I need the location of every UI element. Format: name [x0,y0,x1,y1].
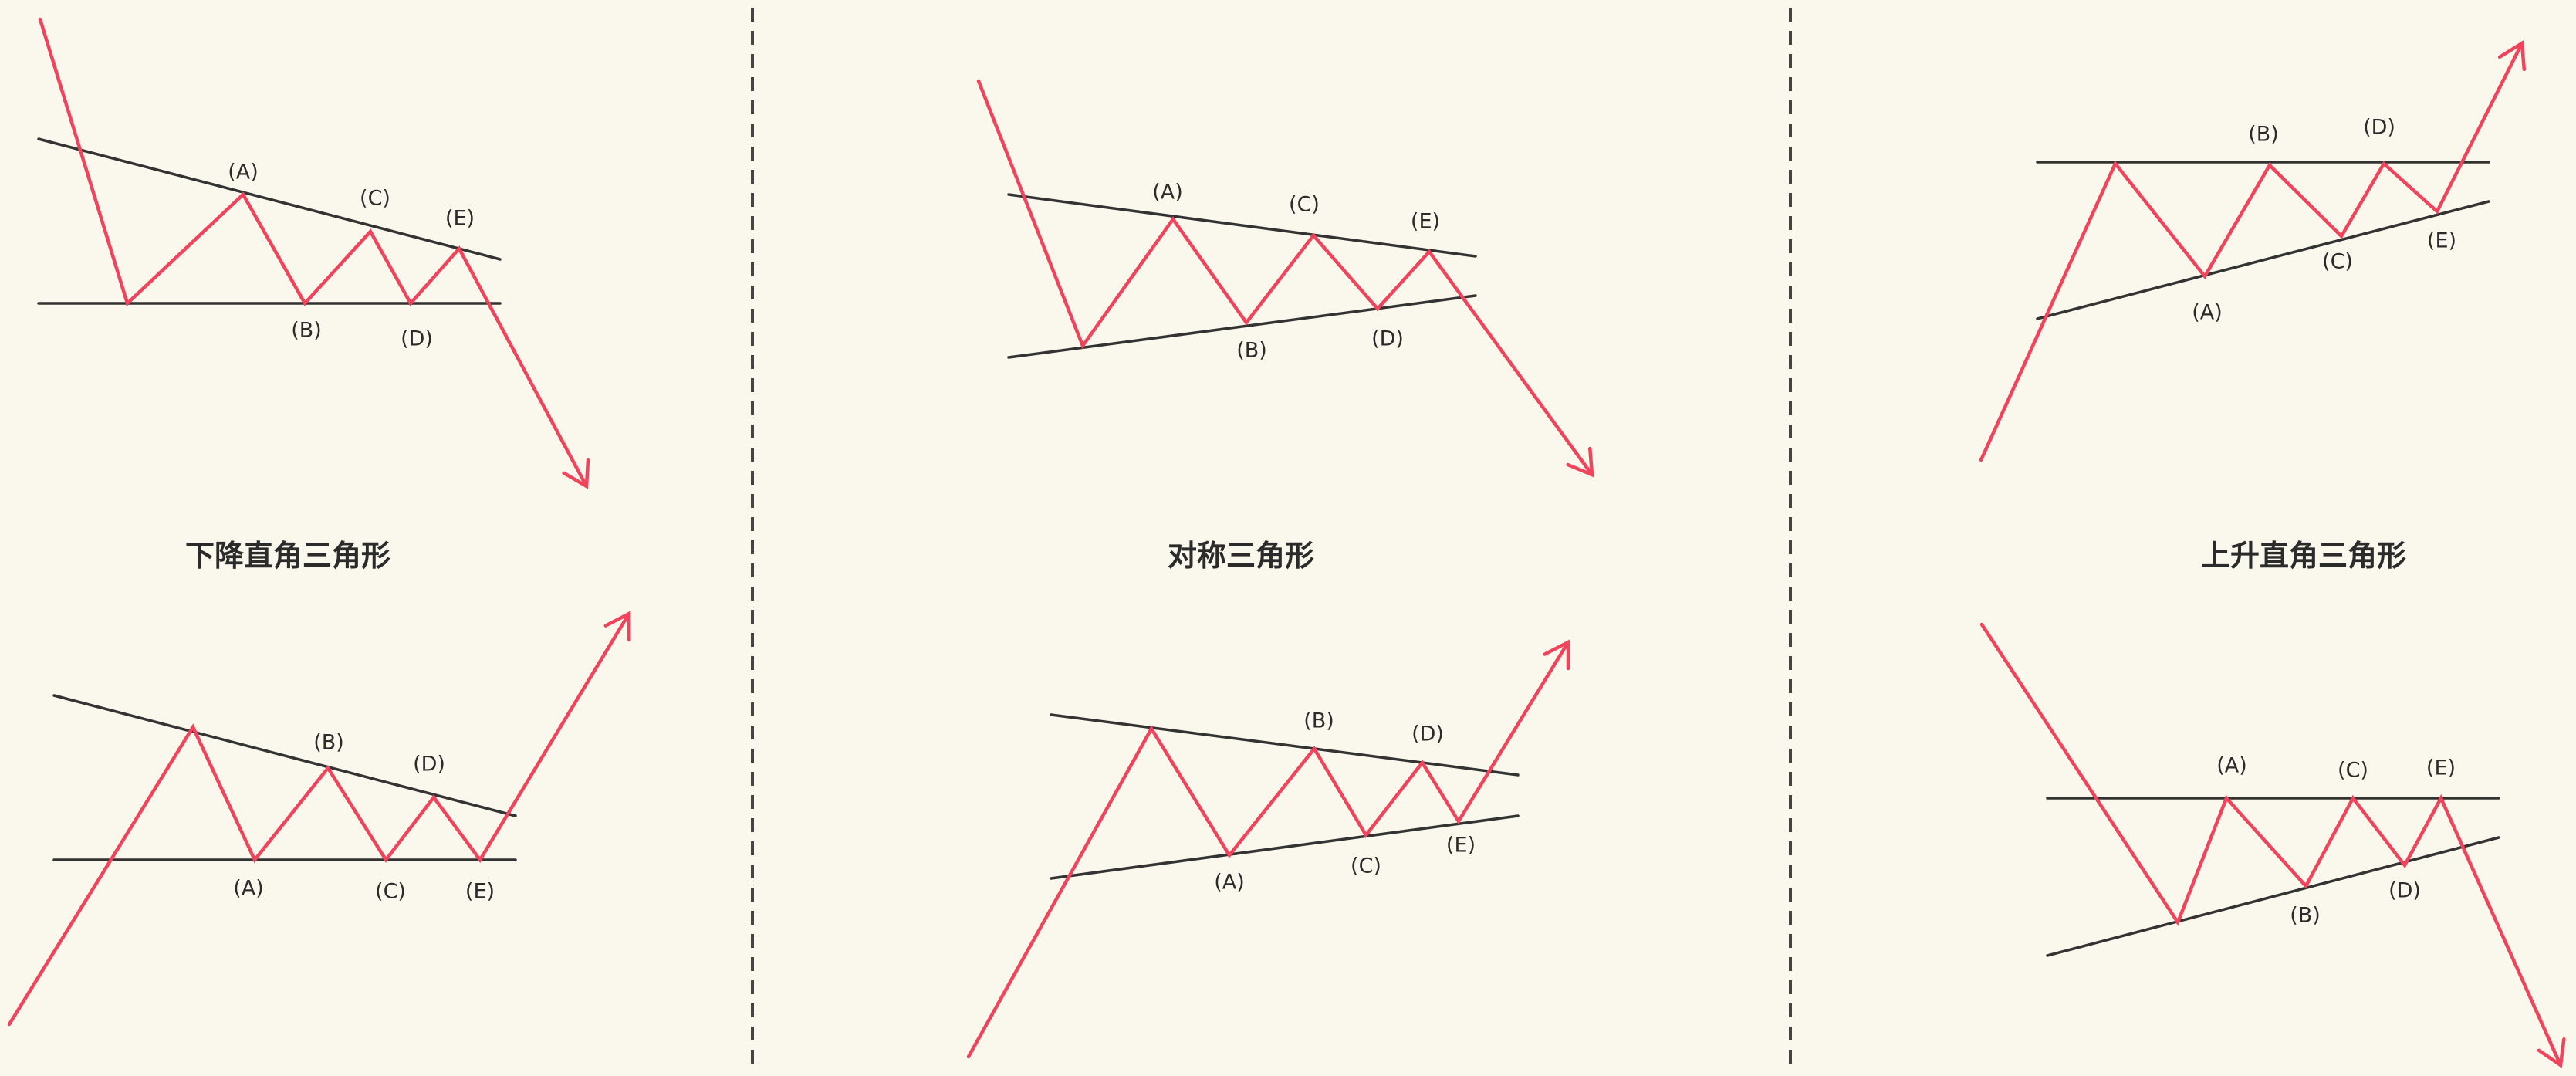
breakout-arrowhead-up [1543,639,1570,671]
caption-symmetrical-triangle: 对称三角形 [1168,540,1314,573]
point-label-a: (A) [1152,181,1183,205]
point-label-e: (E) [1446,834,1476,858]
point-label-d: (D) [2388,879,2421,903]
price-path [38,17,589,489]
point-label-c: (C) [2338,759,2368,783]
boundary-line-upper [52,694,517,817]
boundary-line-upper [37,137,502,261]
point-label-a: (A) [2192,301,2223,325]
point-label-b: (B) [291,319,322,343]
point-label-c: (C) [1351,854,1381,878]
breakout-arrowhead-up [2497,40,2527,72]
pattern-asc-bot: (A) (B) (C) (D) (E) [1979,622,2566,1068]
boundary-line-lower [2046,836,2500,957]
point-label-b: (B) [1236,339,1267,363]
boundary-line-upper [1050,713,1520,777]
point-label-d: (D) [1411,722,1444,746]
pattern-sym-top: (A) (B) (C) (D) (E) [976,79,1594,478]
price-path [7,611,631,1027]
point-label-d: (D) [1371,327,1404,351]
point-label-a: (A) [2216,754,2247,778]
point-label-b: (B) [313,731,344,755]
caption-ascending-right-triangle: 上升直角三角形 [2201,540,2406,573]
point-label-c: (C) [375,880,406,904]
pattern-asc-top: (A) (B) (C) (D) (E) [1979,40,2527,462]
point-label-d: (D) [2363,116,2395,140]
price-path [976,79,1594,477]
price-path [966,640,1570,1059]
point-label-c: (C) [360,187,390,211]
point-label-b: (B) [2290,904,2321,928]
breakout-arrowhead-down [1566,446,1594,478]
point-label-b: (B) [2248,123,2279,147]
point-label-e: (E) [1411,210,1440,234]
point-label-e: (E) [445,207,475,231]
price-path [1979,622,2563,1068]
breakout-arrowhead-down [562,458,590,489]
caption-descending-right-triangle: 下降直角三角形 [185,540,390,573]
point-label-a: (A) [228,161,259,184]
point-label-c: (C) [2322,250,2353,274]
pattern-sym-bot: (A) (B) (C) (D) (E) [966,639,1570,1059]
point-label-c: (C) [1289,193,1320,217]
point-label-e: (E) [465,880,495,904]
point-label-b: (B) [1303,709,1334,733]
point-label-e: (E) [2427,229,2456,253]
point-label-a: (A) [233,877,264,901]
point-label-d: (D) [413,753,445,777]
pattern-desc-bot: (A) (B) (C) (D) (E) [7,611,631,1027]
point-label-d: (D) [401,327,433,351]
breakout-arrowhead-down [2537,1037,2566,1068]
boundary-line-lower [1050,814,1520,880]
point-label-e: (E) [2426,756,2456,780]
pattern-desc-top: (A) (B) (C) (D) (E) [37,17,590,489]
boundary-line-lower [2036,200,2490,320]
breakout-arrowhead-up [603,611,631,642]
boundary-line-upper [1007,193,1477,258]
boundary-line-lower [1007,294,1477,359]
point-label-a: (A) [1214,871,1245,895]
price-path [1979,41,2524,462]
